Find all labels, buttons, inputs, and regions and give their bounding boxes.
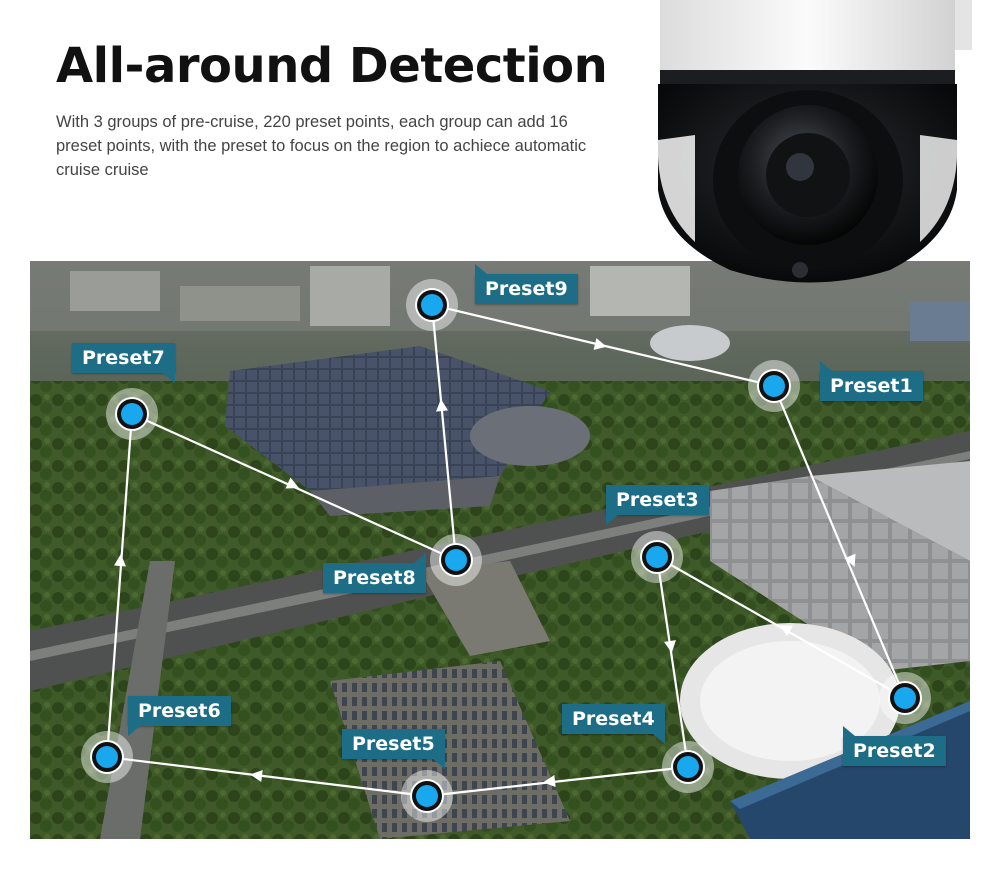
preset-marker-8[interactable] — [430, 534, 482, 586]
ptz-camera-image — [657, 0, 972, 283]
preset-marker-4[interactable] — [662, 741, 714, 793]
preset-label-4: Preset4 — [562, 704, 665, 744]
preset-marker-5[interactable] — [401, 770, 453, 822]
preset-marker-1[interactable] — [748, 360, 800, 412]
preset-marker-6[interactable] — [81, 731, 133, 783]
preset-marker-7[interactable] — [106, 388, 158, 440]
preset-label-1: Preset1 — [820, 361, 923, 401]
preset-label-5: Preset5 — [342, 729, 445, 769]
preset-marker-9[interactable] — [406, 279, 458, 331]
preset-label-3: Preset3 — [606, 485, 709, 525]
preset-label-2: Preset2 — [843, 726, 946, 766]
preset-label-7: Preset7 — [72, 343, 175, 383]
preset-label-6: Preset6 — [128, 696, 231, 736]
preset-marker-2[interactable] — [879, 672, 931, 724]
preset-label-8: Preset8 — [323, 553, 426, 593]
preset-label-9: Preset9 — [475, 264, 578, 304]
aerial-city-photo — [30, 261, 970, 839]
page-title: All-around Detection — [56, 38, 608, 94]
feature-description: With 3 groups of pre-cruise, 220 preset … — [56, 113, 587, 179]
preset-marker-3[interactable] — [631, 531, 683, 583]
